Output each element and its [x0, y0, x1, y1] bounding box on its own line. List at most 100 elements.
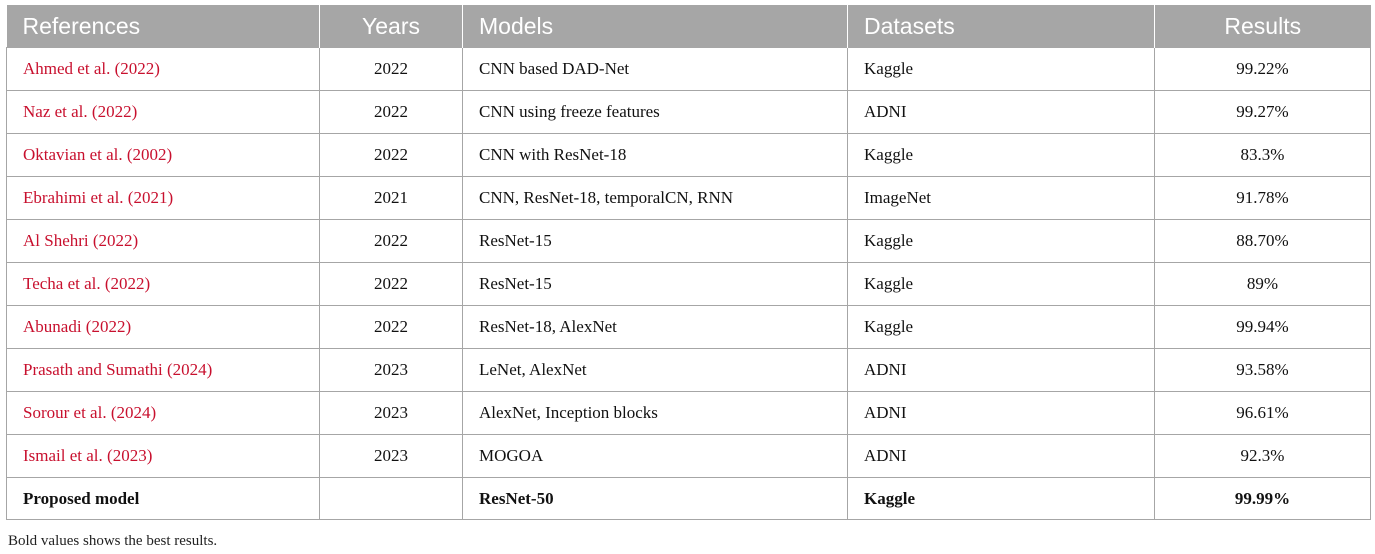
cell-model: CNN based DAD-Net — [462, 47, 848, 91]
cell-year: 2022 — [319, 305, 463, 349]
header-years: Years — [319, 5, 463, 48]
cell-year: 2023 — [319, 434, 463, 478]
reference-author-link[interactable]: Ismail et al. ( — [23, 446, 113, 465]
reference-author-link[interactable]: Ahmed et al. ( — [23, 59, 121, 78]
cell-result: 99.27% — [1154, 90, 1371, 134]
cell-reference: Naz et al. (2022) — [6, 90, 320, 134]
header-results: Results — [1154, 5, 1371, 48]
cell-model: CNN, ResNet-18, temporalCN, RNN — [462, 176, 848, 220]
cell-year: 2022 — [319, 90, 463, 134]
cell-reference: Oktavian et al. (2002) — [6, 133, 320, 177]
cell-model: CNN using freeze features — [462, 90, 848, 134]
reference-year-link[interactable]: 2022 — [110, 274, 145, 293]
cell-model: CNN with ResNet-18 — [462, 133, 848, 177]
reference-year-link[interactable]: 2024 — [116, 403, 151, 422]
cell-reference: Ahmed et al. (2022) — [6, 47, 320, 91]
header-datasets: Datasets — [847, 5, 1155, 48]
cell-reference: Ebrahimi et al. (2021) — [6, 176, 320, 220]
cell-reference: Abunadi (2022) — [6, 305, 320, 349]
cell-result: 91.78% — [1154, 176, 1371, 220]
cell-model: ResNet-15 — [462, 219, 848, 263]
header-models: Models — [462, 5, 848, 48]
cell-dataset: Kaggle — [847, 262, 1155, 306]
reference-suffix: ) — [146, 446, 153, 465]
reference-author-link[interactable]: Naz et al. ( — [23, 102, 98, 121]
cell-dataset: Kaggle — [847, 305, 1155, 349]
comparison-table-container: References Years Models Datasets Results… — [6, 5, 1371, 520]
reference-year-link[interactable]: 2022 — [91, 317, 126, 336]
table-row-proposed: Proposed model ResNet-50 Kaggle 99.99% — [6, 477, 1371, 520]
reference-year-link[interactable]: 2022 — [97, 102, 132, 121]
reference-year-link[interactable]: 2024 — [172, 360, 207, 379]
cell-model: MOGOA — [462, 434, 848, 478]
reference-author-link[interactable]: Sorour et al. ( — [23, 403, 117, 422]
header-references: References — [6, 5, 320, 48]
reference-year-link[interactable]: 2022 — [98, 231, 133, 250]
cell-reference: Sorour et al. (2024) — [6, 391, 320, 435]
cell-reference: Prasath and Sumathi (2024) — [6, 348, 320, 392]
reference-year-link[interactable]: 2023 — [112, 446, 147, 465]
cell-dataset: ADNI — [847, 391, 1155, 435]
cell-model: ResNet-18, AlexNet — [462, 305, 848, 349]
cell-result: 88.70% — [1154, 219, 1371, 263]
cell-reference: Proposed model — [6, 477, 320, 520]
cell-reference: Techa et al. (2022) — [6, 262, 320, 306]
reference-suffix: ) — [131, 102, 138, 121]
cell-reference: Al Shehri (2022) — [6, 219, 320, 263]
cell-result: 99.99% — [1154, 477, 1371, 520]
reference-author-link[interactable]: Techa et al. ( — [23, 274, 111, 293]
table-footnote: Bold values shows the best results. — [8, 533, 218, 549]
cell-result: 92.3% — [1154, 434, 1371, 478]
cell-year: 2021 — [319, 176, 463, 220]
cell-dataset: Kaggle — [847, 477, 1155, 520]
cell-result: 99.94% — [1154, 305, 1371, 349]
cell-year: 2022 — [319, 262, 463, 306]
cell-reference: Ismail et al. (2023) — [6, 434, 320, 478]
cell-model: ResNet-50 — [462, 477, 848, 520]
reference-suffix: ) — [125, 317, 132, 336]
cell-result: 93.58% — [1154, 348, 1371, 392]
cell-result: 89% — [1154, 262, 1371, 306]
reference-suffix: ) — [144, 274, 151, 293]
reference-year-link[interactable]: 2022 — [120, 59, 155, 78]
comparison-table: References Years Models Datasets Results… — [6, 5, 1371, 520]
cell-dataset: ImageNet — [847, 176, 1155, 220]
reference-author-link[interactable]: Prasath and Sumathi ( — [23, 360, 173, 379]
reference-author-link[interactable]: Al Shehri ( — [23, 231, 99, 250]
cell-dataset: ADNI — [847, 434, 1155, 478]
cell-result: 96.61% — [1154, 391, 1371, 435]
reference-author-link[interactable]: Ebrahimi et al. ( — [23, 188, 134, 207]
reference-year-link[interactable]: 2002 — [132, 145, 167, 164]
cell-year: 2023 — [319, 348, 463, 392]
cell-dataset: ADNI — [847, 348, 1155, 392]
reference-author-link[interactable]: Oktavian et al. ( — [23, 145, 133, 164]
reference-suffix: ) — [150, 403, 157, 422]
cell-year — [319, 477, 463, 520]
cell-dataset: Kaggle — [847, 219, 1155, 263]
cell-model: AlexNet, Inception blocks — [462, 391, 848, 435]
cell-dataset: Kaggle — [847, 133, 1155, 177]
cell-result: 99.22% — [1154, 47, 1371, 91]
cell-model: ResNet-15 — [462, 262, 848, 306]
cell-year: 2022 — [319, 47, 463, 91]
reference-suffix: ) — [166, 145, 173, 164]
reference-author-link[interactable]: Abunadi ( — [23, 317, 92, 336]
cell-model: LeNet, AlexNet — [462, 348, 848, 392]
table-header-row: References Years Models Datasets Results — [6, 5, 1371, 48]
reference-suffix: ) — [167, 188, 174, 207]
reference-suffix: ) — [154, 59, 160, 78]
cell-year: 2022 — [319, 133, 463, 177]
cell-result: 83.3% — [1154, 133, 1371, 177]
cell-year: 2022 — [319, 219, 463, 263]
reference-year-link[interactable]: 2021 — [133, 188, 168, 207]
